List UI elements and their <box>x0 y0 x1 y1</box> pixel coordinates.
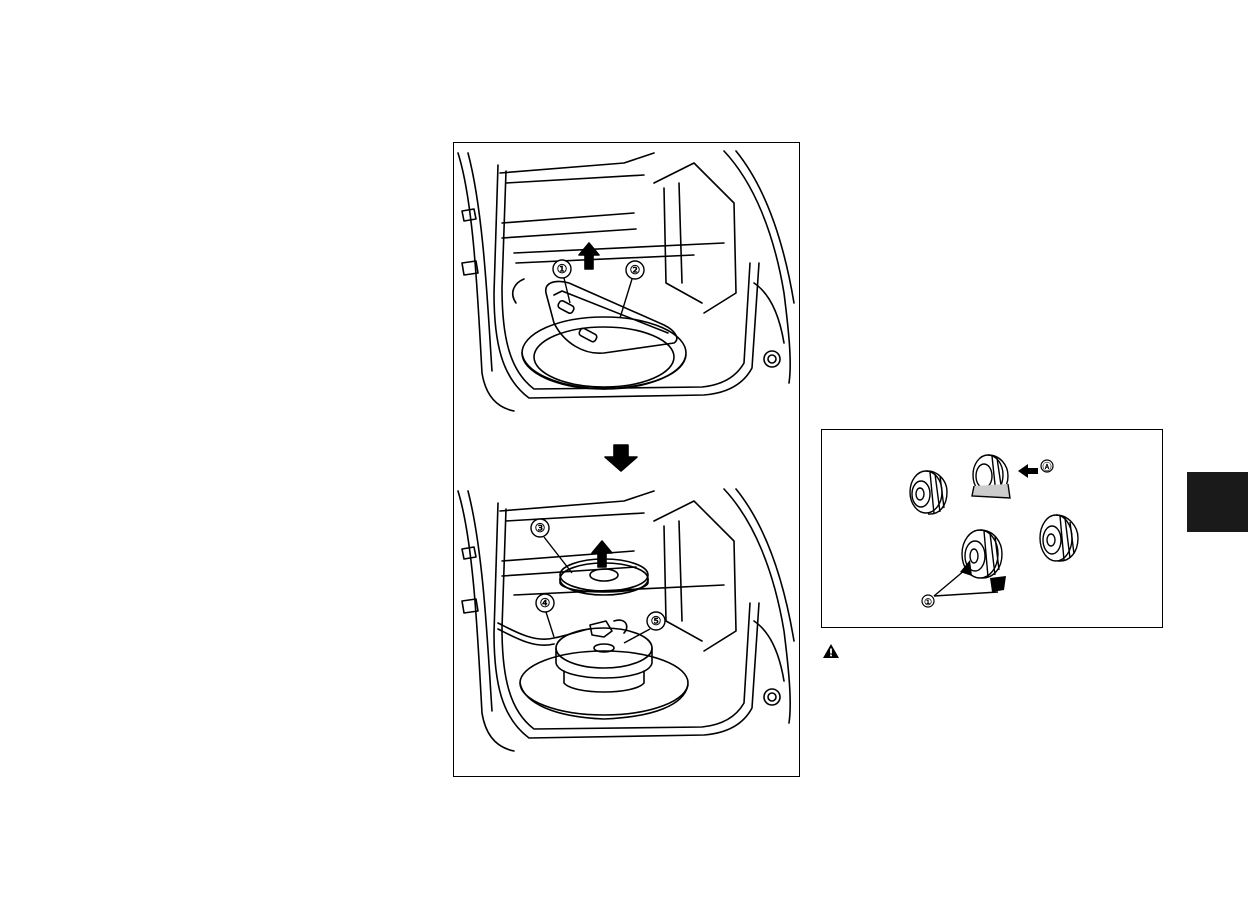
cargo-area-bottom-drawing <box>458 489 794 751</box>
lift-arrow-icon <box>579 243 599 269</box>
wheel-chock-rear <box>990 576 1006 592</box>
callout-label-5: ⑤ <box>651 614 662 628</box>
spare-tire-illustration: ① ② ③ ④ ⑤ <box>454 143 799 776</box>
arrow-a-icon <box>1018 464 1038 478</box>
callout-label-1: ① <box>557 262 568 276</box>
cargo-area-top-drawing <box>458 151 794 411</box>
callout-label-a: Ⓐ <box>1042 461 1051 472</box>
tire-rear-right <box>1040 515 1078 561</box>
callout-label-3: ③ <box>535 521 546 535</box>
chapter-tab <box>1187 472 1248 532</box>
callout-label-1-chock: ① <box>924 597 932 607</box>
spare-tire-removal-figure: ① ② ③ ④ ⑤ <box>453 142 800 777</box>
down-arrow-icon <box>605 445 637 471</box>
tire-front-right <box>972 455 1010 498</box>
callout-label-4: ④ <box>540 596 551 610</box>
wheel-chock-figure: Ⓐ ① <box>821 429 1163 628</box>
wheel-chock-illustration: Ⓐ ① <box>822 430 1162 627</box>
tire-front-left <box>910 471 947 514</box>
callout-label-2: ② <box>630 263 641 277</box>
warning-triangle-icon <box>822 643 840 659</box>
